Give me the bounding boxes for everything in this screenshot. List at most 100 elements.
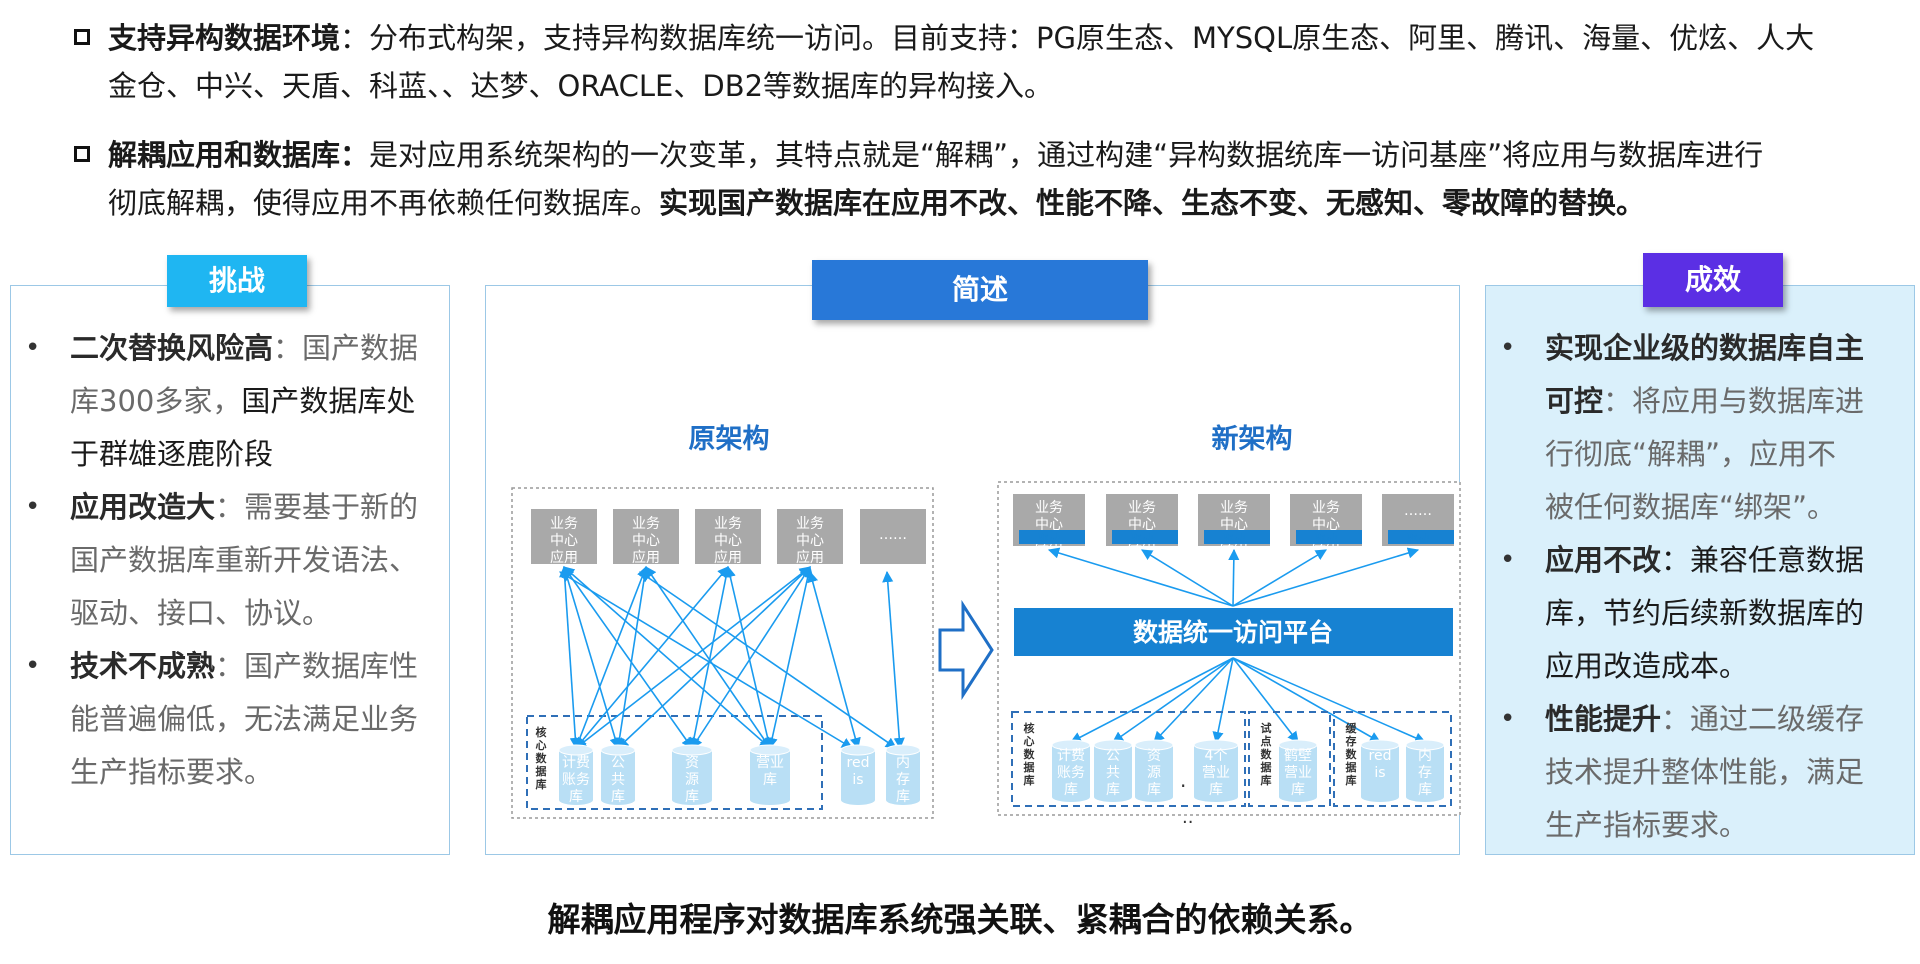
list-item-text: 库，节约后续新数据库的 [1545, 596, 1865, 630]
new-db-label: 资源库 [1147, 748, 1161, 798]
old-db-cylinder: 营业库 [749, 744, 791, 805]
new-db-group [1333, 711, 1452, 807]
bullet-dot-icon: • [25, 651, 41, 681]
connector-arrow [1047, 547, 1234, 607]
old-db-cylinder: 资源库 [671, 744, 713, 805]
list-item-text: ：将应用与数据库进 [1603, 384, 1865, 418]
list-item-text: 库300多家， [70, 384, 242, 418]
list-item-line: 二次替换风险高：国产数据 [70, 322, 450, 375]
result-panel [1485, 285, 1915, 855]
new-db-group-label: 试点数据库 [1261, 721, 1273, 787]
platform-label: 数据统一访问平台 [1133, 618, 1333, 647]
driver-strip [1204, 530, 1270, 544]
connector-arrow [1232, 657, 1427, 744]
new-db-group-label: 核心数据库 [1024, 721, 1036, 787]
driver-label: 驱动 [1407, 532, 1429, 545]
transition-arrow-icon [938, 599, 994, 701]
old-db-group-label: 核心数据库 [536, 725, 548, 791]
list-item-text: 实现企业级的数据库自主 [1545, 331, 1865, 365]
list-item-line: 技术不成熟：国产数据库性 [70, 640, 450, 693]
new-app-box: 业务中心应用驱动 [1013, 494, 1085, 550]
list-item-text: 被任何数据库“绑架”。 [1545, 490, 1837, 524]
list-item-text: 技术提升整体性能，满足 [1545, 755, 1865, 789]
driver-label: 驱动 [1315, 532, 1337, 545]
new-arch-title: 新架构 [1212, 423, 1293, 455]
list-item-line: 能普遍偏低，无法满足业务 [70, 693, 450, 746]
challenge-list: • 二次替换风险高：国产数据库300多家，国产数据库处于群雄逐鹿阶段 • 应用改造大 ：… [10, 322, 450, 799]
driver-strip [1019, 530, 1085, 544]
old-db-label: 计费账务库 [562, 755, 590, 805]
list-item-text: 国产数据库处 [241, 384, 416, 418]
bullet-bold-line2: 实现国产数据库在应用不改、性能不降、生态不变、无感知、零故障的替换。 [659, 186, 1646, 220]
list-item-text: ：国产数据库性 [215, 649, 419, 683]
new-app-box: 业务中心应用驱动 [1198, 494, 1270, 550]
summary-tag: 简述 [812, 260, 1148, 320]
new-db-label: 内存库 [1418, 748, 1432, 798]
list-item-text: 应用改造大 [70, 490, 216, 524]
list-item-text: 能普遍偏低，无法满足业务 [70, 702, 419, 736]
bullet-dot-icon: • [25, 492, 41, 522]
list-item-line: 库，节约后续新数据库的 [1545, 587, 1915, 640]
list-item-line: 技术提升整体性能，满足 [1545, 746, 1915, 799]
bullet-dot-icon: • [1500, 333, 1516, 363]
list-item-text: ：通过二级缓存 [1661, 702, 1865, 736]
ellipsis-mark: ·· [1182, 812, 1193, 833]
connector-arrow [1153, 657, 1234, 743]
driver-label: 驱动 [1038, 532, 1060, 545]
old-app-label: 业务中心应用 [550, 516, 578, 566]
list-item-text: ：兼容任意数据 [1661, 543, 1865, 577]
square-bullet-icon [74, 146, 90, 162]
list-item: •性能提升：通过二级缓存技术提升整体性能，满足生产指标要求。 [1485, 693, 1915, 852]
list-item-text: 生产指标要求。 [1545, 808, 1749, 842]
old-arch-title: 原架构 [689, 424, 770, 455]
connector-arrow [1141, 549, 1234, 607]
list-item-text: 行彻底“解耦”，应用不 [1545, 437, 1837, 471]
list-item-line: 应用改造成本。 [1545, 640, 1915, 693]
square-bullet-icon [74, 29, 90, 45]
result-tag: 成效 [1643, 253, 1783, 307]
old-app-label: 业务中心应用 [796, 516, 824, 566]
old-app-label: 业务中心应用 [632, 516, 660, 566]
list-item-text: 技术不成熟 [70, 649, 216, 683]
list-item-line: 实现企业级的数据库自主 [1545, 322, 1915, 375]
old-db-label: 内存库 [896, 755, 910, 805]
list-item-text: 于群雄逐鹿阶段 [70, 437, 274, 471]
list-item: •应用不改：兼容任意数据库，节约后续新数据库的应用改造成本。 [1485, 534, 1915, 693]
list-item-text: 驱动、接口、协议。 [70, 596, 332, 630]
list-item-text: 二次替换风险高 [70, 331, 274, 365]
connector-arrow [1232, 657, 1381, 743]
result-list: • 实现企业级的数据库自主可控：将应用与数据库进行彻底“解耦”，应用不被任何数据库… [1485, 322, 1915, 852]
bullet-dot-icon: • [1500, 545, 1516, 575]
old-db-cylinder: 公共库 [600, 744, 636, 805]
new-db-label: 鹤壁营业库 [1284, 748, 1312, 798]
new-db-group [1248, 711, 1331, 807]
new-db-label: 4个营业库 [1202, 748, 1230, 798]
connector-arrow [1232, 549, 1327, 607]
challenge-panel [10, 285, 450, 855]
list-item: •应用改造大：需要基于新的国产数据库重新开发语法、驱动、接口、协议。 [10, 481, 450, 640]
old-app-box: 业务中心应用 [695, 509, 761, 566]
bullet-text-line2: 彻底解耦，使得应用不再依赖任何数据库。 [108, 186, 660, 220]
bullet-dot-icon: • [1500, 704, 1516, 734]
list-item-text: 应用改造成本。 [1545, 649, 1749, 683]
driver-strip [1112, 530, 1178, 544]
challenge-tag: 挑战 [167, 255, 307, 307]
old-db-label: 营业库 [756, 755, 784, 788]
new-db-cylinder: 鹤壁营业库 [1278, 739, 1318, 802]
list-item-text: 可控 [1545, 384, 1604, 418]
driver-label: 驱动 [1223, 532, 1245, 545]
connector-arrow [1112, 657, 1234, 743]
list-item-line: 生产指标要求。 [1545, 799, 1915, 852]
bullet-decouple: 解耦应用和数据库：是对应用系统架构的一次变革，其特点就是“解耦”，通过构建“异构… [70, 131, 1870, 227]
connector-arrow [1212, 657, 1234, 744]
old-app-label: …… [879, 527, 907, 543]
driver-strip [1388, 530, 1454, 544]
list-item-line: 驱动、接口、协议。 [70, 587, 450, 640]
old-app-box: …… [860, 509, 926, 564]
platform-bar [1014, 608, 1453, 656]
